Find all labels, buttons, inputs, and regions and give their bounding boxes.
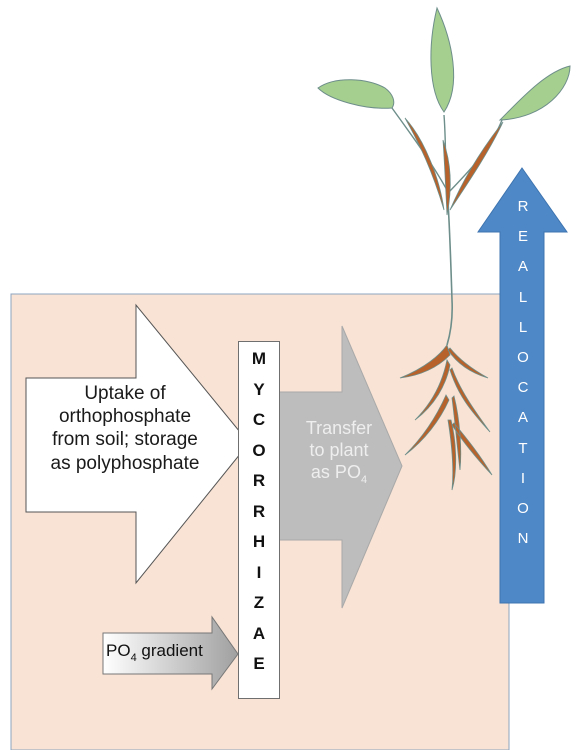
mycorrhizae-letter: M xyxy=(252,344,266,375)
reallocation-letter: O xyxy=(517,494,529,524)
mycorrhizae-letter: O xyxy=(252,436,265,467)
transfer-subscript: 4 xyxy=(361,474,367,486)
reallocation-letter: O xyxy=(517,343,529,373)
reallocation-letter: A xyxy=(518,252,528,282)
mycorrhizae-letter: R xyxy=(253,497,265,528)
gradient-subscript: 4 xyxy=(131,652,137,664)
leaf-top xyxy=(431,8,454,112)
transfer-line: Transfer xyxy=(284,418,394,440)
reallocation-letter: L xyxy=(519,283,527,313)
mycorrhizae-letter: Z xyxy=(254,588,264,619)
gradient-po-text: PO xyxy=(106,641,131,660)
uptake-line: as polyphosphate xyxy=(34,452,216,475)
uptake-label: Uptake of orthophosphate from soil; stor… xyxy=(34,382,216,475)
reallocation-letter: R xyxy=(518,192,529,222)
reallocation-letter: I xyxy=(521,464,525,494)
mycorrhizae-letter: C xyxy=(253,405,265,436)
mycorrhizae-letter: R xyxy=(253,466,265,497)
reallocation-letter: A xyxy=(518,403,528,433)
mycorrhizae-letter: E xyxy=(253,649,264,680)
reallocation-letter: E xyxy=(518,222,528,252)
gradient-label: PO4 gradient xyxy=(106,641,228,662)
reallocation-letter: C xyxy=(518,373,529,403)
leaf-left xyxy=(318,80,394,109)
transfer-line: as PO4 xyxy=(284,462,394,484)
transfer-line: to plant xyxy=(284,440,394,462)
uptake-line: Uptake of xyxy=(34,382,216,405)
leaf-right xyxy=(500,66,570,120)
transfer-po-text: as PO xyxy=(311,462,361,482)
mycorrhizae-letter: A xyxy=(253,619,265,650)
uptake-line: orthophosphate xyxy=(34,405,216,428)
reallocation-letter: L xyxy=(519,313,527,343)
mycorrhizae-letter: Y xyxy=(253,375,264,406)
mycorrhizae-letter: I xyxy=(257,558,262,589)
reallocation-letter: T xyxy=(518,434,527,464)
transfer-label: Transfer to plant as PO4 xyxy=(284,418,394,484)
mycorrhizae-letter: H xyxy=(253,527,265,558)
gradient-suffix: gradient xyxy=(137,641,203,660)
reallocation-letter: N xyxy=(518,524,529,554)
uptake-line: from soil; storage xyxy=(34,428,216,451)
